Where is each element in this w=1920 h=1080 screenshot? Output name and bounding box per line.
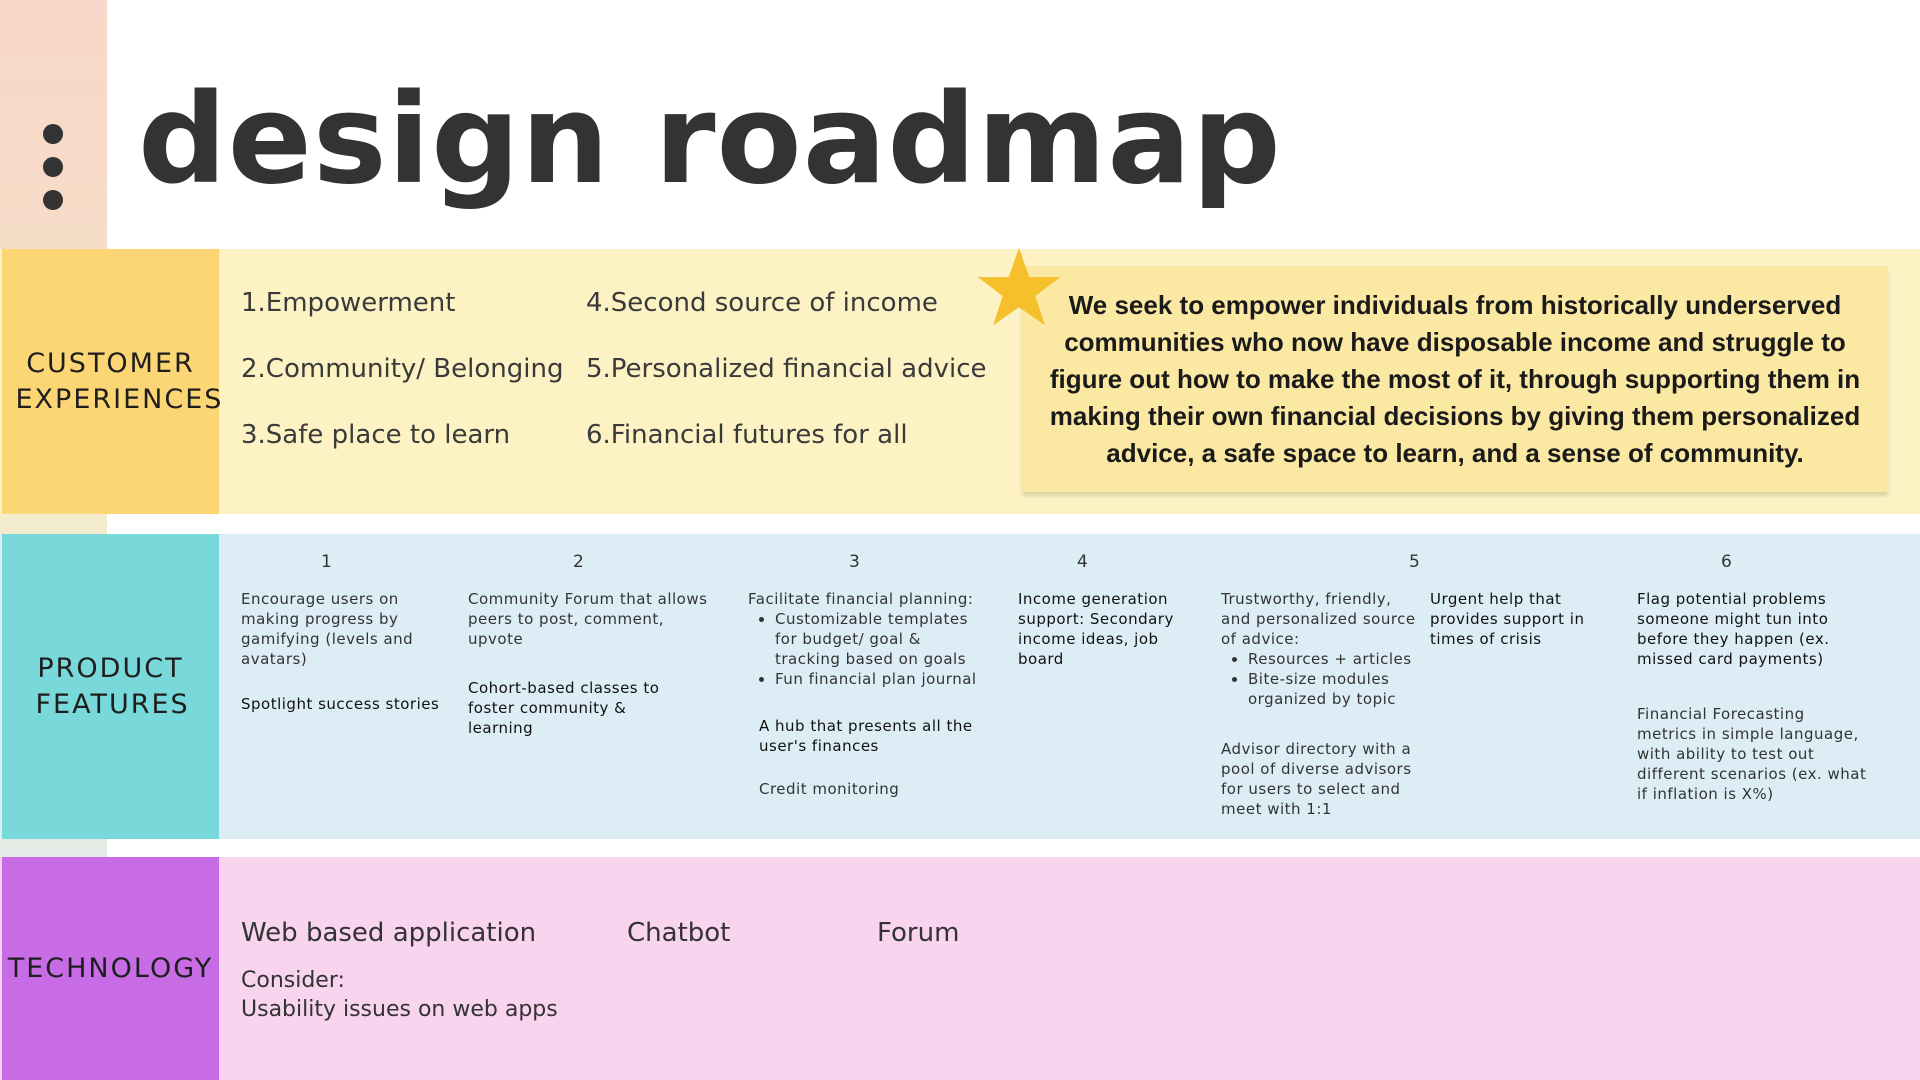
feature-text: Income generation support: Secondary inc… <box>1018 590 1174 668</box>
list-item: Customizable templates for budget/ goal … <box>775 609 988 669</box>
technology-item: Chatbot <box>627 918 731 948</box>
feature-text: Cohort-based classes to foster community… <box>468 679 660 737</box>
experience-item: 4.Second source of income <box>586 288 938 318</box>
list-item: Fun financial plan journal <box>775 669 988 689</box>
mission-statement-note: We seek to empower individuals from hist… <box>1022 266 1888 492</box>
feature-text: Financial Forecasting metrics in simple … <box>1637 705 1867 803</box>
feature-text: Urgent help that provides support in tim… <box>1430 590 1585 648</box>
experience-item: 3.Safe place to learn <box>241 420 511 450</box>
experience-item: 1.Empowerment <box>241 288 456 318</box>
star-icon <box>977 247 1061 326</box>
list-item: Resources + articles <box>1248 649 1421 669</box>
consider-label: Consider: <box>241 968 345 993</box>
feature-text: A hub that presents all the user's finan… <box>759 717 973 755</box>
menu-dots-icon[interactable] <box>43 124 65 223</box>
customer-experiences-label: CUSTOMER EXPERIENCES <box>2 249 221 514</box>
feature-number: 1 <box>321 552 332 572</box>
feature-text: Encourage users on making progress by ga… <box>241 590 414 668</box>
feature-text: Flag potential problems someone might tu… <box>1637 590 1830 668</box>
feature-text: Facilitate financial planning: <box>748 590 974 608</box>
feature-number: 5 <box>1409 552 1420 572</box>
technology-band <box>0 857 1920 1080</box>
product-features-label: PRODUCT FEATURES <box>2 534 219 839</box>
feature-text: Spotlight success stories <box>241 695 440 713</box>
feature-text-block: Trustworthy, friendly, and personalized … <box>1221 589 1421 709</box>
mission-statement-text: We seek to empower individuals from hist… <box>1049 289 1861 468</box>
technology-label: TECHNOLOGY <box>2 857 219 1080</box>
feature-text-block: Facilitate financial planning: Customiza… <box>748 589 988 689</box>
feature-number: 2 <box>573 552 584 572</box>
product-features-band <box>0 534 1920 839</box>
list-item: Bite-size modules organized by topic <box>1248 669 1421 709</box>
experience-item: 6.Financial futures for all <box>586 420 908 450</box>
feature-text: Trustworthy, friendly, and personalized … <box>1221 590 1416 648</box>
technology-item: Web based application <box>241 918 537 948</box>
feature-text: Community Forum that allows peers to pos… <box>468 590 708 648</box>
feature-number: 4 <box>1077 552 1088 572</box>
feature-number: 3 <box>849 552 860 572</box>
page-title: design roadmap <box>138 68 1282 212</box>
consider-text: Usability issues on web apps <box>241 997 558 1022</box>
experience-item: 2.Community/ Belonging <box>241 354 564 384</box>
feature-text: Advisor directory with a pool of diverse… <box>1221 740 1412 818</box>
experience-item: 5.Personalized financial advice <box>586 354 987 384</box>
technology-item: Forum <box>877 918 960 948</box>
feature-number: 6 <box>1721 552 1732 572</box>
feature-text: Credit monitoring <box>759 780 900 798</box>
